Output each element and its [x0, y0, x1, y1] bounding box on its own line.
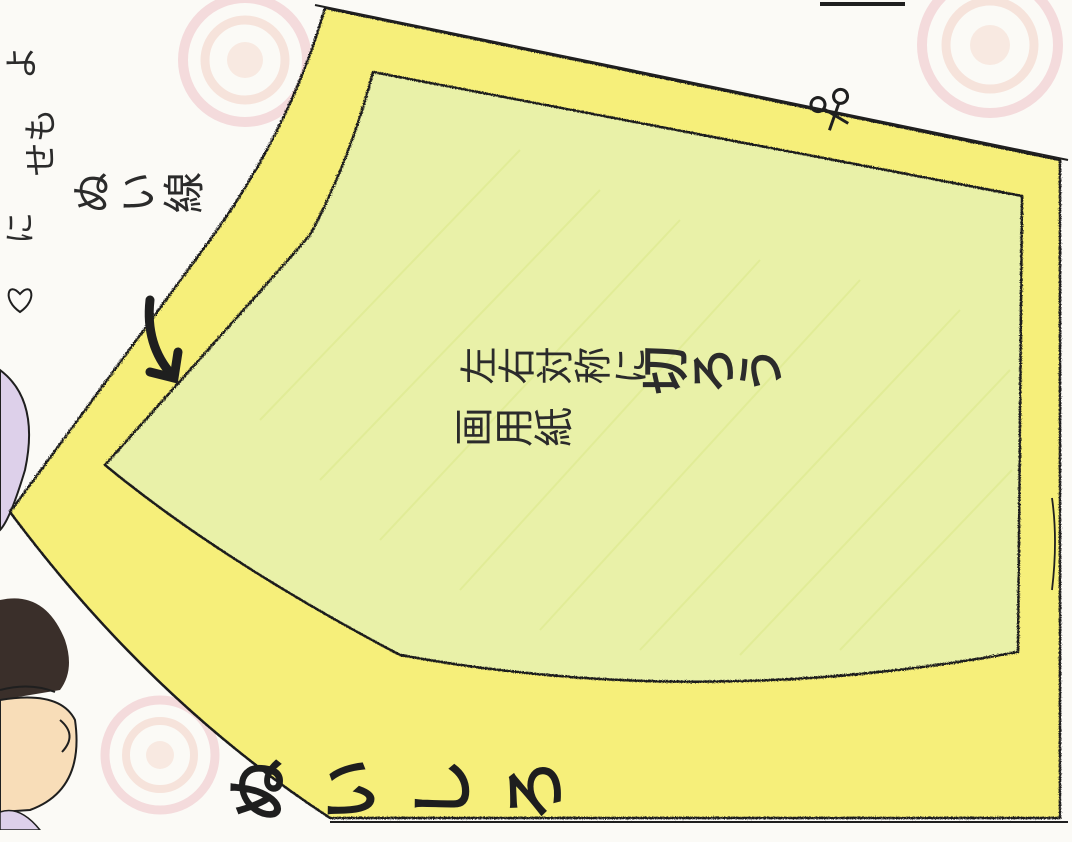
edge-text-2: せも [21, 108, 62, 177]
instruction-line-1: 画用紙 [453, 408, 573, 454]
pink-swirl-decoration-top [178, 0, 312, 127]
crayon-shading [259, 149, 1013, 656]
pink-swirl-decoration-bottom [100, 695, 220, 815]
character-illustration [0, 368, 78, 831]
scissors-icon [809, 87, 850, 131]
edge-text-1: よ [2, 45, 43, 80]
pattern-body [103, 70, 1024, 684]
heart-icon [7, 288, 33, 314]
edge-text-3: に [1, 211, 40, 245]
sewing-line-label: ぬい線 [70, 171, 208, 220]
pink-swirl-decoration-corner [917, 0, 1063, 118]
arrow-icon [144, 295, 183, 384]
instruction-line-3: 切ろう [640, 347, 784, 403]
seam-allowance-label: ぬいしろ [225, 759, 593, 833]
top-cut-line [314, 4, 1069, 161]
